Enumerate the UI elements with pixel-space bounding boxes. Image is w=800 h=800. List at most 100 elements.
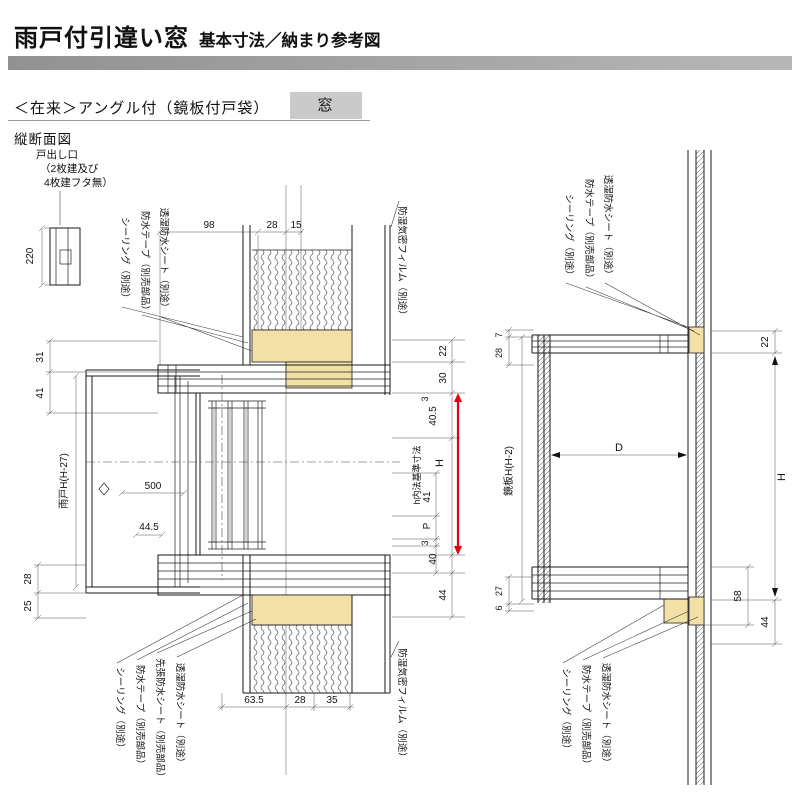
- page-title: 雨戸付引違い窓基本寸法／納まり参考図: [14, 18, 381, 53]
- dim-6: 6: [494, 605, 504, 610]
- wood-lintel: [251, 329, 353, 363]
- jamb-lines: [195, 393, 201, 555]
- detail-outline: [49, 227, 81, 286]
- dim-27: 27: [494, 586, 504, 596]
- dim-35: 35: [326, 695, 338, 706]
- extension-lines-right: [392, 339, 465, 618]
- dim-63-5: 63.5: [244, 695, 264, 706]
- wood-furring-upper: [285, 361, 353, 389]
- callout-sealing-top: シーリング（別途）: [119, 217, 131, 303]
- dim-line-outer: [448, 336, 456, 621]
- dim-uchinori: h内法基準寸法: [411, 445, 422, 504]
- h-arrow-bottom-right: [772, 588, 778, 597]
- diamond-mark: [98, 482, 110, 496]
- d-arrow-right: [678, 452, 687, 458]
- dim-22-44-lines: [771, 327, 779, 648]
- bottom-dim-line: [218, 693, 354, 711]
- note-line3: 4枚建フタ無）: [44, 176, 113, 189]
- section-drawing: 戸出し口 （2枚建及び 4枚建フタ無） 220 98 28 15: [23, 148, 788, 785]
- head-frame-lines: [158, 365, 390, 393]
- right-wall: [663, 150, 712, 785]
- title-main: 雨戸付引違い窓: [14, 25, 189, 52]
- left-section: 98 28 15: [23, 185, 465, 782]
- wall-hatch: [696, 150, 704, 785]
- case-panel-lines: [174, 376, 189, 587]
- dim-15-top: 15: [290, 220, 302, 231]
- head-band-outline: [531, 334, 688, 354]
- dim-220: 220: [25, 247, 36, 264]
- dim-44-5: 44.5: [139, 522, 159, 533]
- dim-44-5-line: [132, 531, 166, 539]
- insulation-upper: [252, 250, 352, 330]
- dim-58-line: [744, 563, 752, 629]
- left-dims: 31 41 28 25: [23, 337, 158, 622]
- right-callout-sheet-top: 透湿防水シート（別途）: [602, 175, 614, 280]
- h-arrow-head-top: [454, 393, 462, 402]
- d-arrow-left: [551, 452, 560, 458]
- dim-31: 31: [35, 351, 46, 363]
- dim-40: 40: [428, 553, 439, 565]
- callout-film-top: 防湿気密フィルム（別途）: [396, 206, 408, 320]
- dim-41-right: 41: [422, 491, 433, 503]
- callout-leaders-top: [121, 200, 400, 352]
- sash-stiles: [211, 401, 263, 549]
- case-sill-band: [531, 566, 688, 600]
- sill-frame: [157, 554, 391, 596]
- dim-44: 44: [438, 589, 449, 601]
- dim-28-top: 28: [266, 220, 278, 231]
- tab-window[interactable]: 窓: [290, 92, 362, 119]
- wood-sill-piece: [663, 598, 689, 624]
- sill-band-lines: [532, 567, 688, 599]
- top-dim-line: [156, 228, 305, 236]
- d-dimension: D: [551, 442, 687, 458]
- h-arrow-top-right: [772, 356, 778, 365]
- right-left-dims: 7 28 27 6: [494, 326, 534, 615]
- callout-tape-top: 防水テープ（別売部品）: [139, 211, 151, 315]
- door-outlet-detail: 220: [25, 224, 81, 289]
- dim-31-41-lines: [46, 337, 158, 417]
- callout-tape-bottom: 防水テープ（別売部品）: [134, 665, 146, 769]
- right-callout-leaders-top: [565, 282, 701, 336]
- wood-sill-block: [251, 594, 353, 626]
- right-dim-column: 22 30 3 40.5 h内法基準寸法 H 41 P 3 40 44: [392, 336, 465, 621]
- dim-98: 98: [203, 220, 215, 231]
- dim-500: 500: [145, 481, 162, 492]
- detail-dim-line: [38, 224, 50, 289]
- dim-amado-h: 雨戸H(H-27): [58, 453, 70, 509]
- dim-500-line: [118, 489, 188, 497]
- insulation-lower: [252, 625, 352, 693]
- dim-27-6-lines: [505, 573, 534, 615]
- detail-inner-lines: [55, 228, 69, 285]
- right-callout-leaders-bottom: [562, 604, 699, 664]
- callout-sealing-bottom: シーリング（別途）: [114, 667, 126, 753]
- sill-lines: [158, 562, 390, 588]
- dim-7: 7: [494, 332, 504, 337]
- title-sub: 基本寸法／納まり参考図: [199, 32, 381, 50]
- right-callout-tape-top: 防水テープ（別売部品）: [583, 179, 595, 283]
- right-section: D 鏡板H(H-2) 7 28 27 6 22 44 H 58: [494, 150, 788, 785]
- dim-7-28-lines: [505, 326, 534, 369]
- wall-lines: [687, 150, 712, 785]
- dim-25: 25: [23, 600, 34, 612]
- dim-3-top: 3: [420, 396, 430, 401]
- head-band-lines: [532, 335, 688, 353]
- case-head-band: [531, 334, 688, 354]
- dim-kagami-h: 鏡板H(H-2): [502, 446, 515, 496]
- h-arrow-head-bottom: [454, 546, 462, 555]
- left-callouts-top: シーリング（別途） 防水テープ（別売部品） 透湿防水シート（別途） 防湿気密フィ…: [119, 200, 408, 352]
- dim-30: 30: [438, 372, 449, 384]
- wall-lines-lower: [242, 555, 391, 694]
- dim-41-left: 41: [35, 387, 46, 399]
- note-line2: （2枚建及び: [40, 162, 99, 175]
- callout-sheet-bottom: 透湿防水シート（別途）: [174, 663, 186, 768]
- glass-lines: [213, 407, 247, 543]
- sash-assembly: [195, 375, 266, 580]
- dim-22: 22: [438, 345, 449, 357]
- shutter-case: 500 44.5 雨戸H(H-27): [58, 369, 200, 594]
- amado-h-dim-line: [72, 372, 80, 591]
- wall-lines-upper: [242, 225, 391, 395]
- spec-underline: [8, 120, 370, 121]
- callout-sheet-top: 透湿防水シート（別途）: [158, 208, 170, 313]
- case-outline: [85, 369, 200, 594]
